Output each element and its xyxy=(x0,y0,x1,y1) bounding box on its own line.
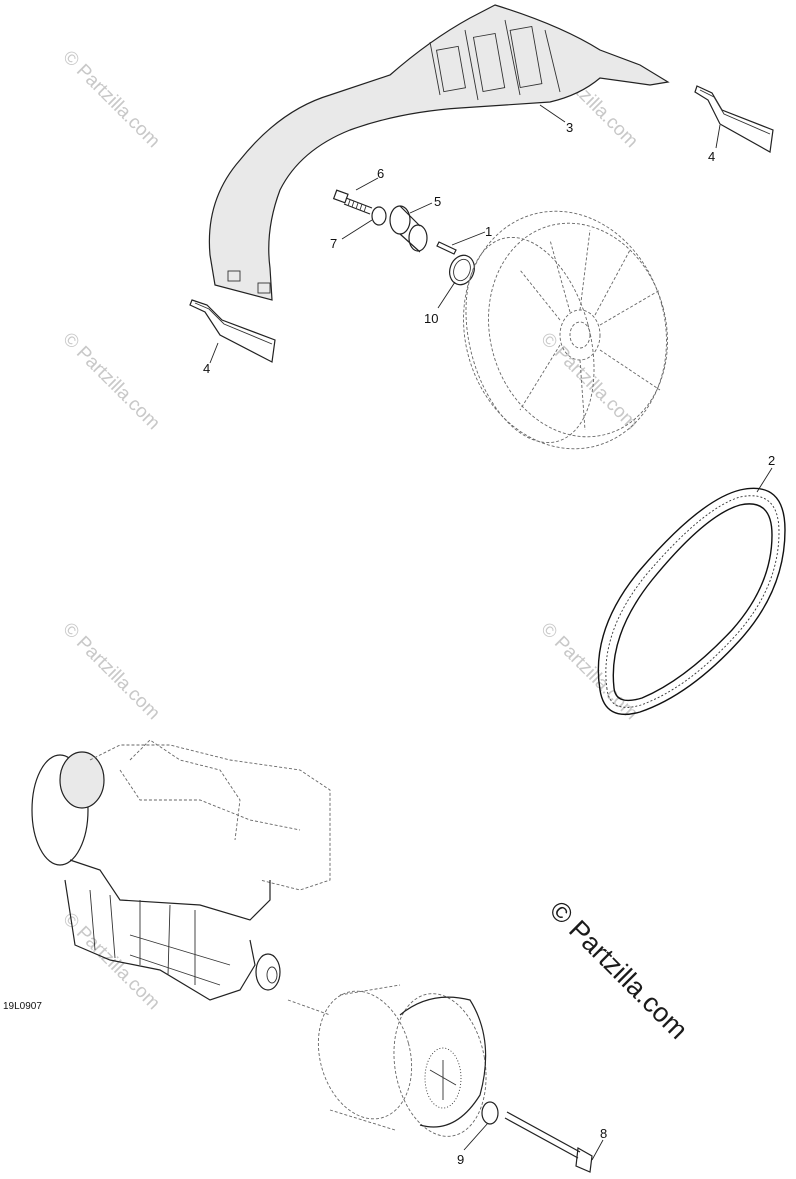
callout-4-right: 4 xyxy=(708,149,715,164)
watermark-top-left: © Partzilla.com xyxy=(58,47,163,152)
watermark-low-left: © Partzilla.com xyxy=(58,619,163,724)
driven-pulley xyxy=(463,210,668,450)
drawing-code: 19L0907 xyxy=(3,1001,42,1012)
callout-7: 7 xyxy=(330,236,337,251)
callout-3: 3 xyxy=(566,120,573,135)
drive-pulley xyxy=(317,984,487,1137)
watermark-mid-left: © Partzilla.com xyxy=(58,329,163,434)
part-5-bushing xyxy=(389,205,428,253)
part-1-pin xyxy=(436,241,457,255)
callout-2: 2 xyxy=(768,453,775,468)
watermark-low-right: © Partzilla.com xyxy=(536,619,641,724)
engine-block xyxy=(31,739,331,1001)
watermark-group: © Partzilla.com © Partzilla.com © Partzi… xyxy=(58,47,641,1014)
leader-lines xyxy=(209,104,773,1161)
watermark-mid-right: © Partzilla.com xyxy=(536,329,641,434)
callout-numbers: 1 2 3 4 4 5 6 7 8 9 10 xyxy=(203,120,775,1167)
watermark-main: © Partzilla.com xyxy=(544,895,694,1045)
callout-6: 6 xyxy=(377,166,384,181)
part-9-washer xyxy=(481,1101,499,1125)
part-4-clip-right xyxy=(694,85,774,153)
callout-8: 8 xyxy=(600,1126,607,1141)
part-2-drive-belt xyxy=(597,487,786,716)
part-3-belt-guard xyxy=(208,4,670,301)
callout-1: 1 xyxy=(485,224,492,239)
part-7-washer xyxy=(371,206,387,226)
callout-5: 5 xyxy=(434,194,441,209)
part-10-retaining-ring xyxy=(449,254,475,286)
part-4-clip-left xyxy=(189,299,276,363)
callout-4-left: 4 xyxy=(203,361,210,376)
part-8-bolt xyxy=(504,1111,593,1173)
callout-9: 9 xyxy=(457,1152,464,1167)
callout-10: 10 xyxy=(424,311,438,326)
part-6-bolt xyxy=(332,189,373,215)
crankshaft-axis-line xyxy=(287,999,331,1016)
